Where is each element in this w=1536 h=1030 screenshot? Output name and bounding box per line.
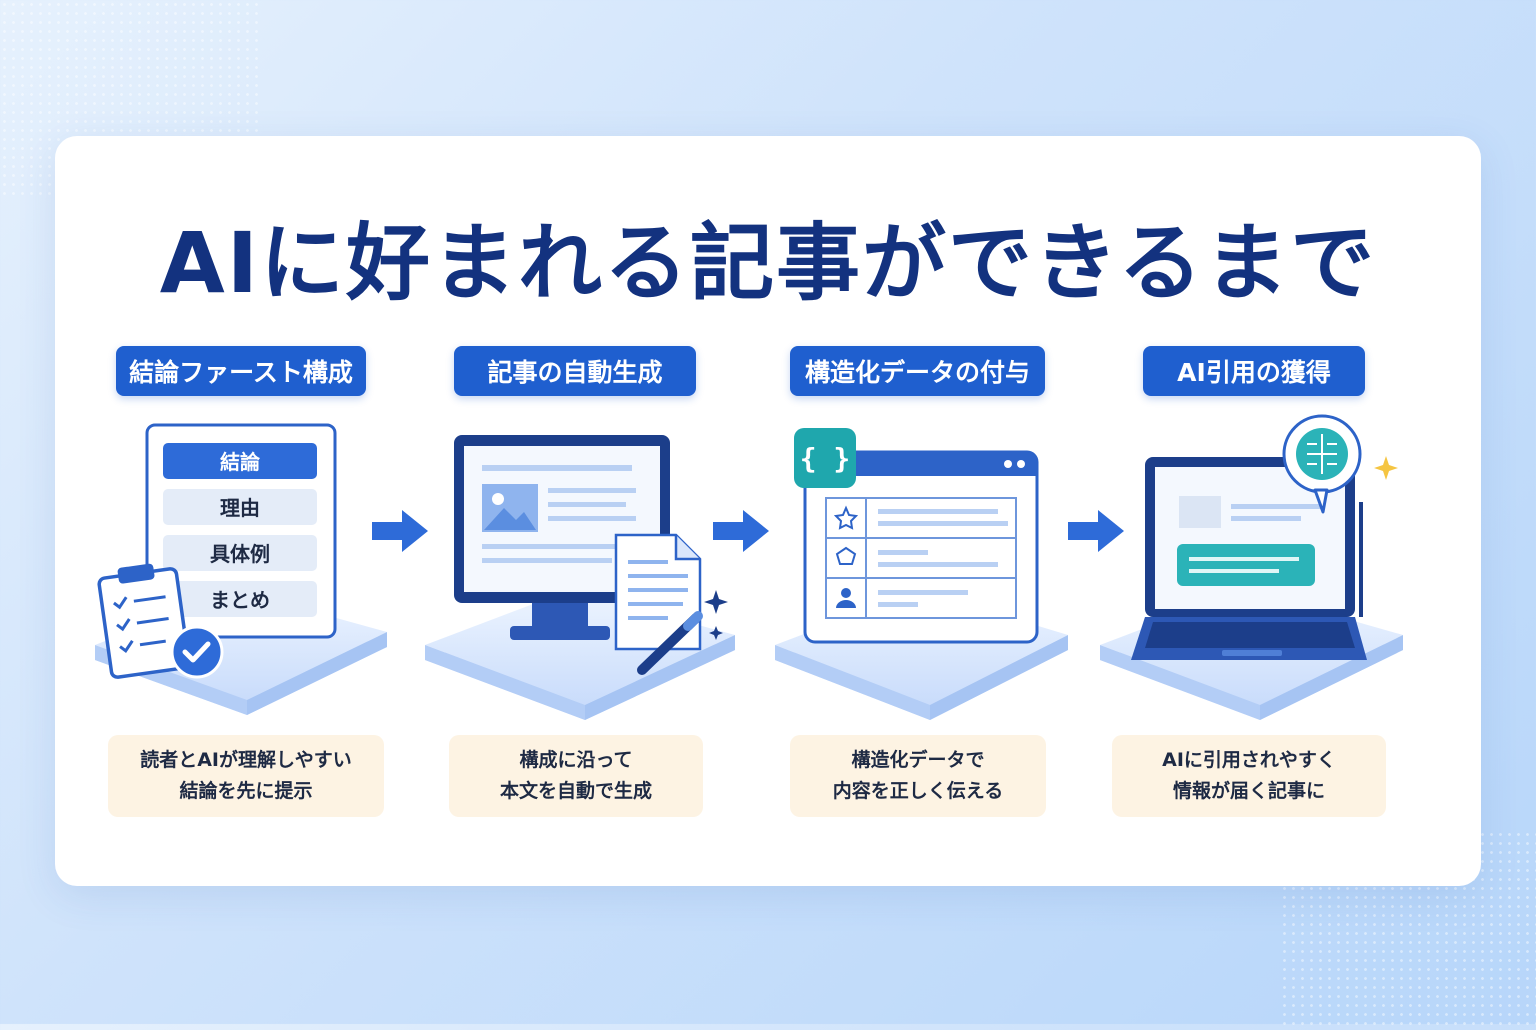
outline-text-3: 具体例 bbox=[210, 542, 270, 566]
document-icon bbox=[614, 533, 702, 651]
desc-line-2: 本文を自動で生成 bbox=[499, 780, 652, 802]
arrow-right-icon bbox=[372, 510, 428, 552]
desc-line-2: 情報が届く記事に bbox=[1172, 780, 1325, 802]
step-1-illustration: 結論 理由 具体例 まとめ bbox=[95, 423, 387, 715]
sparkle-icon bbox=[1374, 456, 1398, 480]
sparkle-icon bbox=[704, 590, 728, 640]
outline-item-reason bbox=[163, 489, 317, 525]
step-2-description: 構成に沿って 本文を自動で生成 bbox=[449, 735, 703, 817]
ai-brain-icon bbox=[1282, 414, 1362, 514]
page-title: AIに好まれる記事ができるまで bbox=[159, 214, 1377, 312]
step-1-label: 結論ファースト構成 bbox=[116, 346, 366, 396]
step-4-label: AI引用の獲得 bbox=[1143, 346, 1365, 396]
step-2-label: 記事の自動生成 bbox=[454, 346, 696, 396]
outline-item-summary bbox=[163, 581, 317, 617]
desc-line-1: 構造化データで bbox=[851, 749, 985, 771]
step-1-description: 読者とAIが理解しやすい 結論を先に提示 bbox=[108, 735, 384, 817]
step-3-label: 構造化データの付与 bbox=[790, 346, 1045, 396]
desc-line-2: 内容を正しく伝える bbox=[832, 780, 1004, 802]
step-3-illustration: { } bbox=[775, 428, 1068, 720]
desc-line-1: 構成に沿って bbox=[519, 749, 633, 771]
clipboard-icon bbox=[97, 563, 191, 679]
step-4-illustration bbox=[1100, 414, 1403, 720]
user-icon bbox=[836, 588, 856, 608]
outline-item-example bbox=[163, 535, 317, 571]
browser-window-icon bbox=[803, 450, 1039, 644]
code-braces-icon: { } bbox=[794, 428, 856, 488]
step-3-description: 構造化データで 内容を正しく伝える bbox=[790, 735, 1046, 817]
star-icon bbox=[833, 505, 859, 530]
desc-line-1: AIに引用されやすく bbox=[1162, 749, 1336, 771]
outline-text-4: まとめ bbox=[210, 588, 270, 612]
outline-text-2: 理由 bbox=[220, 496, 260, 520]
check-circle-icon bbox=[170, 625, 224, 679]
arrow-right-icon bbox=[713, 510, 769, 552]
step-2-illustration bbox=[425, 435, 735, 720]
svg-text:{ }: { } bbox=[800, 442, 851, 475]
pen-icon bbox=[637, 611, 703, 675]
pentagon-icon bbox=[835, 546, 857, 565]
outline-text-1: 結論 bbox=[220, 450, 261, 474]
step-4-description: AIに引用されやすく 情報が届く記事に bbox=[1112, 735, 1386, 817]
arrow-right-icon bbox=[1068, 510, 1124, 552]
desc-line-1: 読者とAIが理解しやすい bbox=[140, 749, 352, 771]
desc-line-2: 結論を先に提示 bbox=[179, 780, 313, 802]
outline-item-conclusion bbox=[163, 443, 317, 479]
